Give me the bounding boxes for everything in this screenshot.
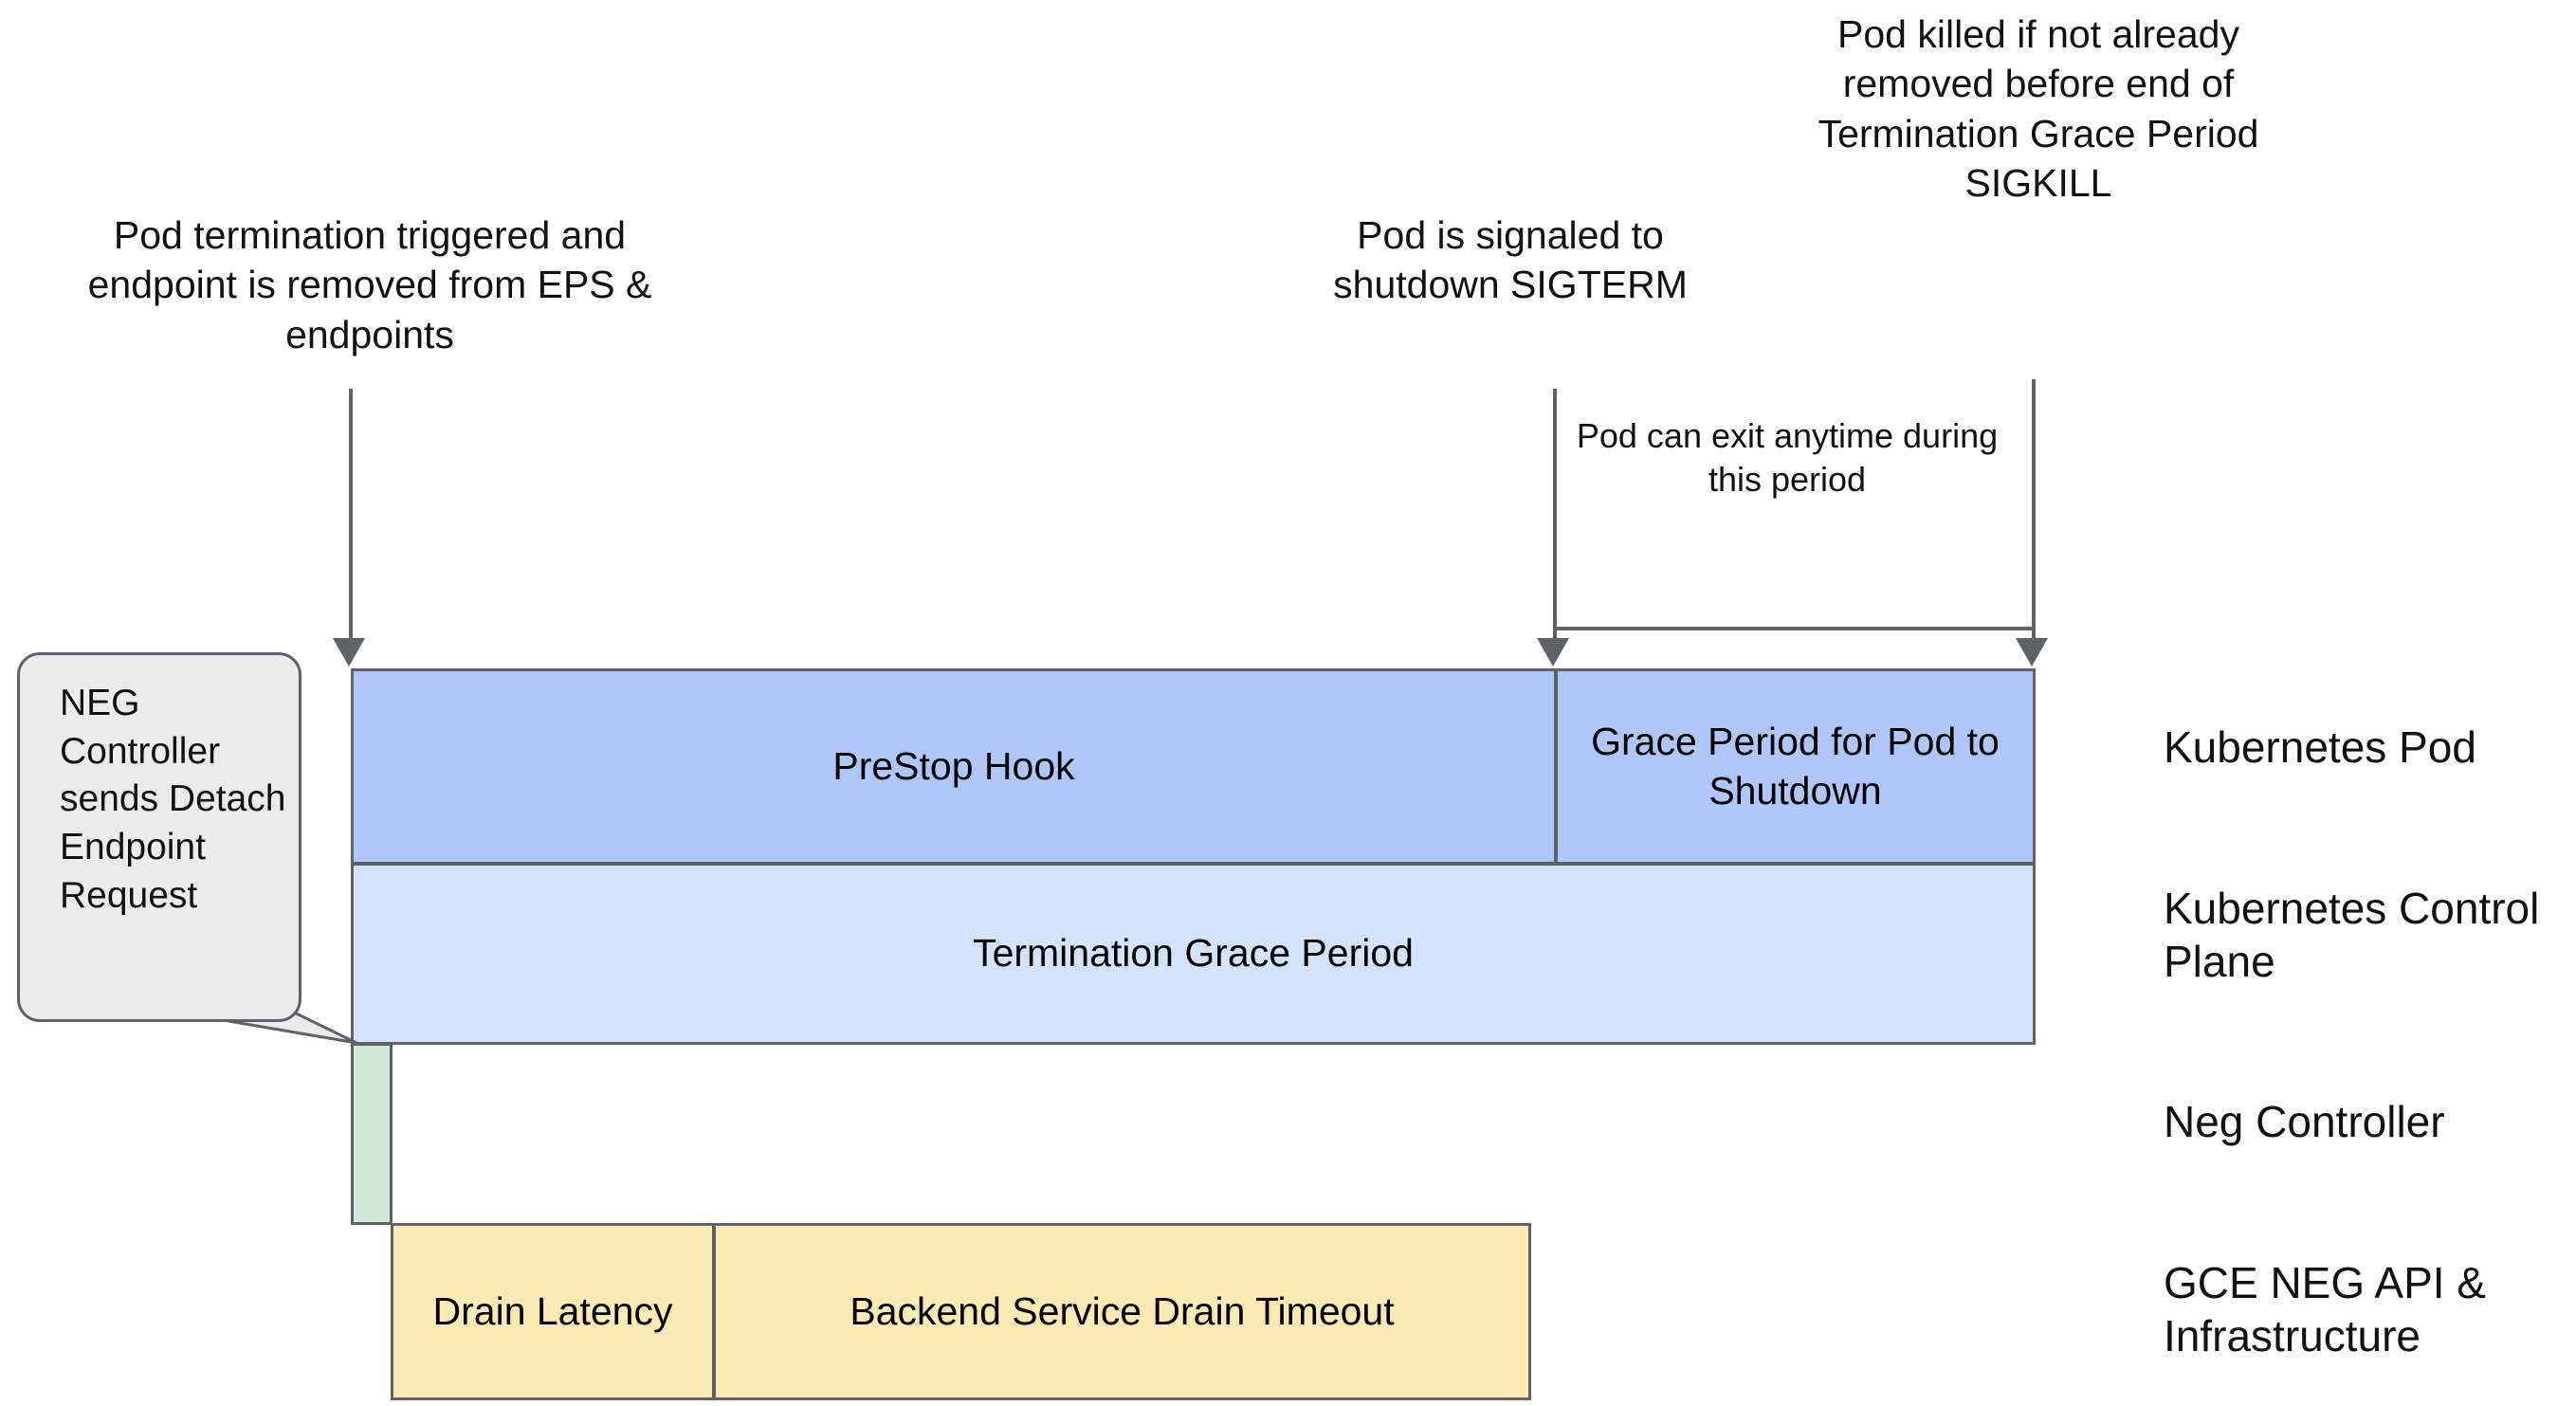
bar-drain-latency: Drain Latency [391,1223,715,1400]
arrowhead-pod-termination [333,638,365,666]
bar-grace-period-for-pod-to-shutdown: Grace Period for Pod to Shutdown [1555,668,2036,865]
connector-line-sigterm [1553,389,1557,640]
arrowhead-sigterm [1537,638,1569,666]
lane-label-kubernetes-pod: Kubernetes Pod [2164,722,2476,772]
connector-line-sigkill [2032,379,2036,640]
bracket-line-grace-span [1555,627,2034,630]
callout-neg-controller: NEG Controller sends Detach Endpoint Req… [17,652,301,1022]
annotation-pod-termination: Pod termination triggered and endpoint i… [87,213,652,356]
bar-neg-controller [351,1043,393,1225]
lane-label-kubernetes-control-plane: Kubernetes Control Plane [2164,884,2540,987]
bar-termination-grace-period: Termination Grace Period [351,863,2036,1045]
bar-prestop-hook: PreStop Hook [351,668,1557,865]
annotation-sigkill: Pod killed if not already removed before… [1818,12,2259,206]
lane-label-gce-neg-api-infrastructure: GCE NEG API & Infrastructure [2164,1258,2486,1361]
arrowhead-sigkill [2016,638,2048,666]
annotation-pod-exit-anytime: Pod can exit anytime during this period [1576,416,1999,500]
bar-backend-service-drain-timeout: Backend Service Drain Timeout [713,1223,1531,1400]
annotation-sigterm: Pod is signaled to shutdown SIGTERM [1333,213,1688,307]
connector-line-pod-termination [349,389,353,640]
lane-label-neg-controller: Neg Controller [2164,1097,2445,1146]
